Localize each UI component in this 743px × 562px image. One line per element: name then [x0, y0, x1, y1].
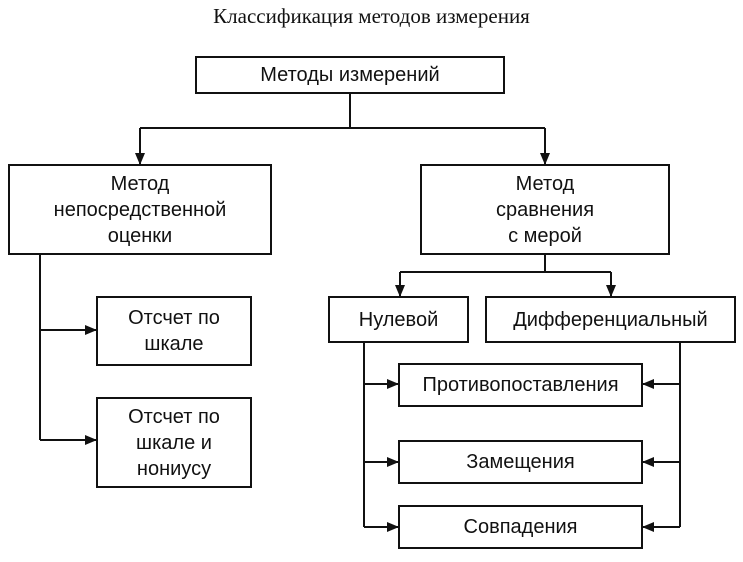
node-scale-reading: Отсчет по шкале — [96, 296, 252, 366]
node-scale-vernier-reading: Отсчет по шкале и нониусу — [96, 397, 252, 488]
node-null-method: Нулевой — [328, 296, 469, 343]
node-coincidence-method: Совпадения — [398, 505, 643, 549]
node-measurement-methods: Методы измерений — [195, 56, 505, 94]
node-opposition-method: Противопоставления — [398, 363, 643, 407]
node-substitution-method: Замещения — [398, 440, 643, 484]
node-comparison-method: Метод сравнения с мерой — [420, 164, 670, 255]
diagram-title: Классификация методов измерения — [213, 4, 530, 28]
node-direct-assessment-method: Метод непосредственной оценки — [8, 164, 272, 255]
node-differential-method: Дифференциальный — [485, 296, 736, 343]
